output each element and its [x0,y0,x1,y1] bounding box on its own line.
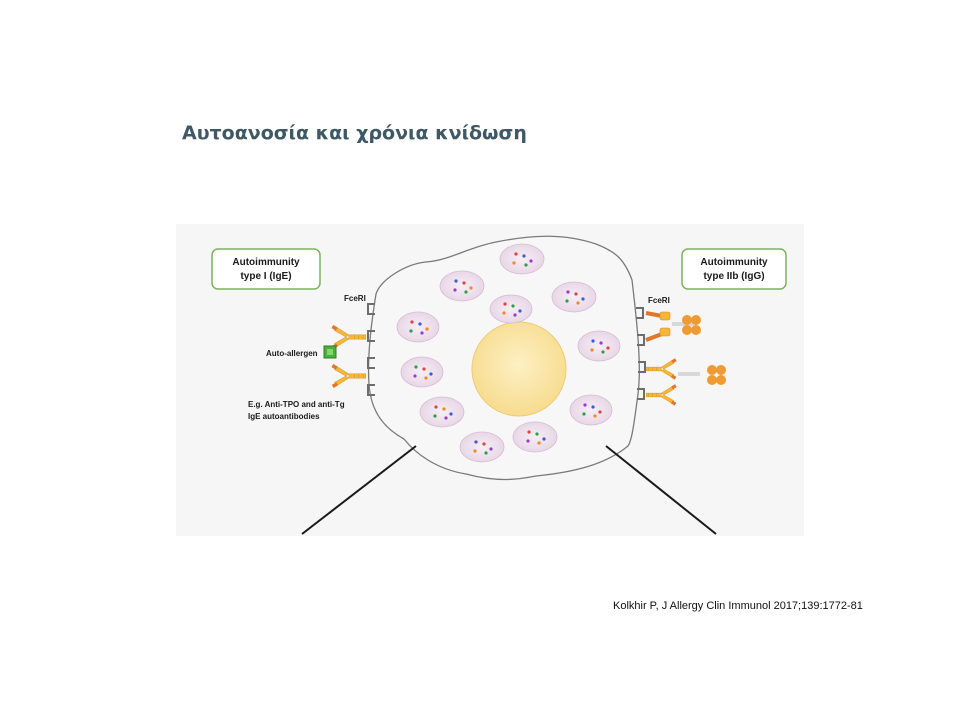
example-line-1: E.g. Anti-TPO and anti-Tg [248,400,345,409]
granule [489,294,533,324]
granule [419,396,465,428]
zoom-line-right [605,445,717,535]
granule [396,311,440,343]
box-right-line1: Autoimmunity [700,257,768,268]
box-left-line2: type I (IgE) [240,271,291,282]
mast-cell-figure: Autoimmunity type I (IgE) Autoimmunity t… [176,224,804,536]
granule [569,394,613,426]
ige-antibodies-left [331,325,366,388]
fceri-label-right: FceRI [648,296,670,305]
box-left-line1: Autoimmunity [232,257,300,268]
auto-allergen-label: Auto-allergen [266,349,318,358]
citation: Kolkhir P, J Allergy Clin Immunol 2017;1… [613,600,863,612]
autoimmunity-type-1-box: Autoimmunity type I (IgE) [211,248,321,290]
granule [400,356,444,388]
nucleus [471,321,567,417]
granule [499,243,545,275]
igg-anti-fceri-complex [645,311,701,342]
granule [459,431,505,463]
fceri-receptors-left [367,303,375,396]
example-line-2: IgE autoantibodies [248,412,320,421]
zoom-line-left [301,445,417,535]
igg-anti-ige-complex [646,358,726,406]
granule [551,281,597,313]
granule [512,421,558,453]
auto-allergen [323,345,337,359]
fceri-label-left: FceRI [344,294,366,303]
slide-title: Αυτοανοσία και χρόνια κνίδωση [182,122,527,144]
granules [396,243,621,463]
box-right-line2: type IIb (IgG) [703,271,764,282]
granule [439,270,485,302]
fceri-receptors-right [636,307,646,400]
autoimmunity-type-2b-box: Autoimmunity type IIb (IgG) [681,248,787,290]
granule [577,330,621,362]
